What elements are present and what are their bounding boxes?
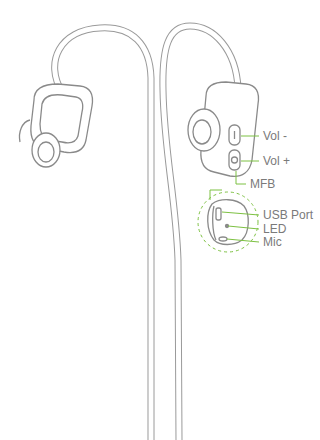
part-label: Vol - [262,129,288,143]
charging-module [208,200,249,245]
leader-line [228,226,259,229]
part-label: Mic [262,235,283,249]
eartip [32,133,60,167]
leader-line [210,190,222,200]
usb-port [216,208,221,220]
leader-line [241,136,259,137]
mic-hole [219,237,227,241]
volume-down-button [229,125,240,145]
detail-circle [198,192,258,252]
eartip [19,120,30,142]
leader-line [241,161,259,162]
volume-up-button [232,157,238,163]
volume-down-button [234,131,235,139]
part-label: LED [262,222,287,236]
volume-up-button [229,150,240,170]
part-label: Vol + [262,154,291,168]
leader-line [227,239,259,242]
eartip [188,109,220,151]
leader-line [236,171,246,184]
eartip [193,120,211,144]
eartip [38,142,54,162]
leader-line [222,212,259,215]
part-label: MFB [249,177,276,191]
part-label: USB Port [262,208,314,222]
